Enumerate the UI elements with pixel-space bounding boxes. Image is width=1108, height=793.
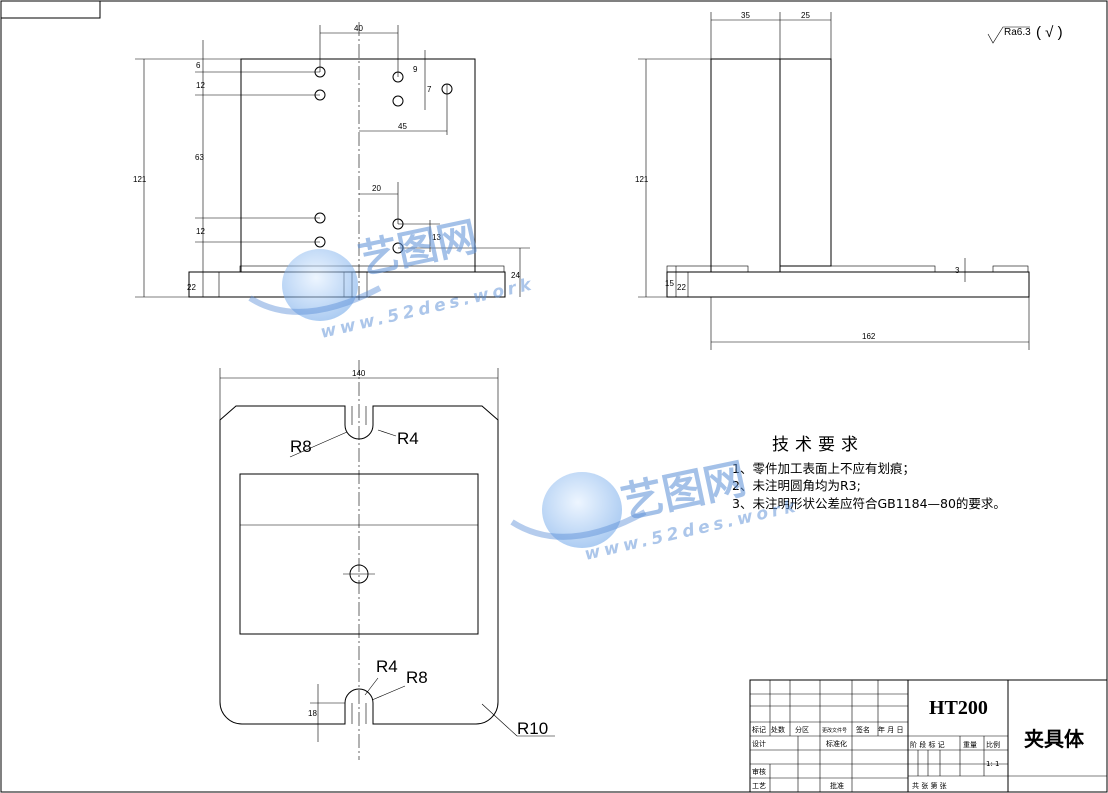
globe-logo-icon xyxy=(542,472,622,548)
scale-header: 比例 xyxy=(986,740,1000,749)
dim-9: 9 xyxy=(413,65,418,74)
label-r4-bottom: R4 xyxy=(376,657,398,676)
front-view: 40 6 9 12 7 45 121 63 20 12 13 24 22 xyxy=(133,22,530,302)
weight-header: 重量 xyxy=(963,741,977,749)
roughness-mark: ( √ ) xyxy=(1036,24,1063,41)
dim-22-side: 22 xyxy=(677,283,686,292)
tech-req-line-1: 1、零件加工表面上不应有划痕； xyxy=(732,461,915,476)
rev-header-date: 年 月 日 xyxy=(878,725,903,734)
rev-header-zone: 分区 xyxy=(795,725,809,734)
dim-18: 18 xyxy=(308,709,317,718)
dim-7: 7 xyxy=(427,85,432,94)
dim-15: 15 xyxy=(665,279,674,288)
dim-24: 24 xyxy=(511,271,520,280)
dim-140: 140 xyxy=(352,369,366,378)
watermark-brand-1: 艺图网 xyxy=(355,214,482,284)
dim-20: 20 xyxy=(372,184,381,193)
rev-header-count: 处数 xyxy=(771,725,785,734)
rev-header-docno: 更改文件号 xyxy=(822,727,847,734)
dim-25: 25 xyxy=(801,11,810,20)
dim-3: 3 xyxy=(955,266,960,275)
tech-req-line-3: 3、未注明形状公差应符合GB1184—80的要求。 xyxy=(732,496,1006,511)
sheet-count: 共 张 第 张 xyxy=(912,781,947,790)
roughness-symbol: Ra6.3 ( √ ) xyxy=(987,24,1063,44)
dim-40: 40 xyxy=(354,24,363,33)
dim-45: 45 xyxy=(398,122,407,131)
top-view: 140 18 R8 R4 R4 R8 R10 xyxy=(219,360,555,760)
part-name: 夹具体 xyxy=(1024,727,1085,751)
tech-req-line-2: 2、未注明圆角均为R3; xyxy=(732,478,861,493)
sign-row-design: 设计 xyxy=(752,739,766,748)
dim-35: 35 xyxy=(741,11,750,20)
watermark-1: 艺图网 www.52des.work xyxy=(248,214,537,343)
tech-req-title: 技术要求 xyxy=(772,435,864,455)
side-view: 35 25 121 15 22 3 162 xyxy=(635,11,1030,350)
dim-121-side: 121 xyxy=(635,175,649,184)
dim-121-front: 121 xyxy=(133,175,147,184)
dim-12b: 12 xyxy=(196,227,205,236)
label-r8-top: R8 xyxy=(290,437,312,456)
label-r10: R10 xyxy=(517,719,548,738)
dim-13: 13 xyxy=(432,233,441,242)
sign-row-approve: 批准 xyxy=(830,781,844,790)
label-r8-bottom: R8 xyxy=(406,668,428,687)
label-r4-top: R4 xyxy=(397,429,419,448)
title-block: 标记 处数 分区 更改文件号 签名 年 月 日 设计 标准化 审核 工艺 批准 … xyxy=(749,679,1108,793)
roughness-label: Ra6.3 xyxy=(1004,27,1031,38)
stage-mark-header: 阶 段 标 记 xyxy=(910,740,945,749)
dim-6: 6 xyxy=(196,61,201,70)
dim-63: 63 xyxy=(195,153,204,162)
material-label: HT200 xyxy=(929,697,988,719)
scale-value: 1: 1 xyxy=(986,760,1000,768)
rev-header-mark: 标记 xyxy=(752,725,766,734)
sign-row-process: 工艺 xyxy=(752,782,766,790)
sign-row-standard: 标准化 xyxy=(826,739,847,748)
dim-162: 162 xyxy=(862,332,876,341)
rev-header-sign: 签名 xyxy=(856,725,870,734)
dim-12a: 12 xyxy=(196,81,205,90)
dim-22-front: 22 xyxy=(187,283,196,292)
globe-logo-icon xyxy=(282,249,358,321)
technical-requirements: 技术要求 1、零件加工表面上不应有划痕； 2、未注明圆角均为R3; 3、未注明形… xyxy=(732,435,1006,511)
sign-row-review: 审核 xyxy=(752,767,766,776)
